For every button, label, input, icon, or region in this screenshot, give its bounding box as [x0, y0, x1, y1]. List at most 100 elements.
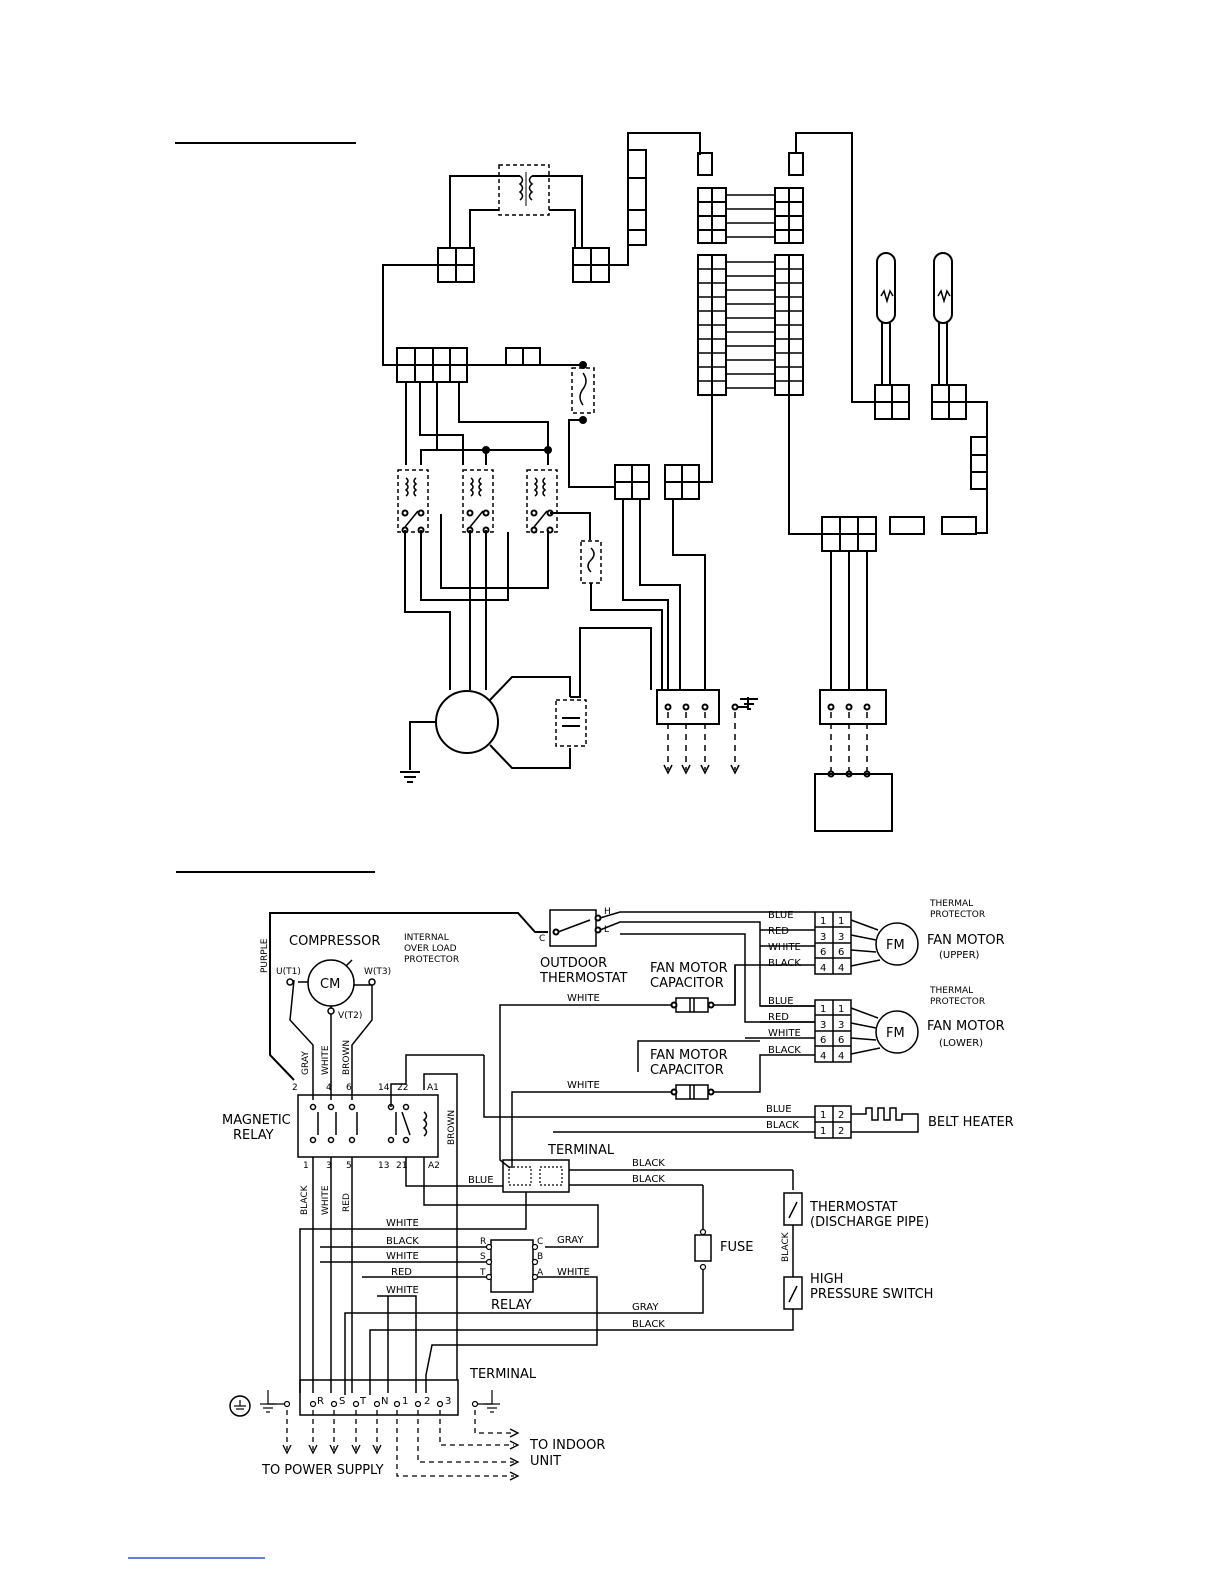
terminal-mid-wire-black-1: BLACK [632, 1158, 665, 1169]
contactor-b [462, 469, 494, 534]
fan-upper-left-6: 6 [820, 947, 826, 958]
fan-lower-left-1: 1 [820, 1004, 826, 1015]
to-indoor-line-2: UNIT [530, 1454, 561, 1469]
protector-note-2: OVER LOAD [404, 944, 457, 954]
fan-lower-wire-black: BLACK [768, 1045, 801, 1056]
small-relay-pin-t: T [479, 1268, 486, 1278]
small-relay-pin-b: B [537, 1252, 543, 1262]
terminal-pin-2: 2 [424, 1396, 430, 1407]
belt-heater-pin-2a: 2 [838, 1110, 844, 1121]
small-relay-wire-white-right: WHITE [557, 1267, 590, 1278]
terminal-bottom-label: TERMINAL [469, 1367, 537, 1382]
fan-upper-left-3: 3 [820, 932, 826, 943]
small-relay-wire-gray: GRAY [557, 1235, 584, 1246]
small-relay-wire-red: RED [391, 1267, 412, 1278]
relay-top-pin-14: 14 [378, 1083, 390, 1093]
terminal-pin-r: R [317, 1396, 324, 1407]
small-relay-wire-white-1: WHITE [386, 1218, 419, 1229]
discharge-thermostat-wire: BLACK [781, 1231, 791, 1262]
magnetic-relay-line-1: MAGNETIC [222, 1113, 291, 1128]
capacitor-2-line-1: FAN MOTOR [650, 1048, 728, 1063]
fan-lower-wire-red: RED [768, 1012, 789, 1023]
fan-upper-symbol: FM [886, 938, 905, 953]
fan-upper-right-3: 3 [838, 932, 844, 943]
belt-heater-wire-blue: BLUE [766, 1104, 792, 1115]
small-relay-wire-white-3: WHITE [386, 1285, 419, 1296]
relay-bottom-pin-21: 21 [396, 1161, 407, 1171]
labels: COMPRESSOR CM U(T1) W(T3) V(T2) INTERNAL… [222, 899, 1014, 1478]
small-relay-pin-a: A [537, 1268, 544, 1278]
fan-upper-wire-black: BLACK [768, 958, 801, 969]
fan-upper-right-4: 4 [838, 963, 844, 974]
terminal-mid-wire-black-2: BLACK [632, 1174, 665, 1185]
small-relay-label: RELAY [491, 1298, 532, 1313]
top-schematic [175, 132, 988, 832]
wire-purple: PURPLE [260, 938, 270, 973]
wire-brown-right: BROWN [447, 1110, 457, 1145]
capacitor-2-line-2: CAPACITOR [650, 1063, 724, 1078]
fan-lower-wire-white: WHITE [768, 1028, 801, 1039]
capacitor-1-wire: WHITE [567, 993, 600, 1004]
fan-upper-protector-1: THERMAL [929, 899, 973, 909]
fan-lower-left-4: 4 [820, 1051, 826, 1062]
fan-upper-position: (UPPER) [939, 950, 980, 961]
contactor-a [397, 469, 429, 534]
fan-upper-left-1: 1 [820, 916, 826, 927]
contactor-c [526, 469, 558, 534]
fan-lower-right-1: 1 [838, 1004, 844, 1015]
relay-top-pin-22: 22 [397, 1083, 408, 1093]
small-relay-pin-c: C [537, 1237, 543, 1247]
protector-note-3: PROTECTOR [404, 955, 459, 965]
fan-lower-right-4: 4 [838, 1051, 844, 1062]
discharge-thermostat-line-2: (DISCHARGE PIPE) [810, 1215, 929, 1230]
capacitor-1-line-2: CAPACITOR [650, 976, 724, 991]
compressor-terminal-w: W(T3) [364, 967, 391, 977]
belt-heater-label: BELT HEATER [928, 1115, 1014, 1130]
bottom-wire-black: BLACK [632, 1319, 665, 1330]
fan-lower-right-6: 6 [838, 1035, 844, 1046]
fan-lower-left-3: 3 [820, 1020, 826, 1031]
fan-upper-right-1: 1 [838, 916, 844, 927]
wire-white-bottom: WHITE [321, 1185, 331, 1215]
thermostat-pin-c: C [539, 934, 545, 944]
belt-heater-pin-2b: 2 [838, 1126, 844, 1137]
thermostat-line-1: OUTDOOR [540, 956, 607, 971]
small-relay-pin-r: R [480, 1237, 486, 1247]
protector-note-1: INTERNAL [404, 933, 449, 943]
fan-lower-left-6: 6 [820, 1035, 826, 1046]
pressure-switch-line-2: PRESSURE SWITCH [810, 1287, 933, 1302]
belt-heater-pin-1a: 1 [820, 1110, 826, 1121]
relay-top-pin-2: 2 [292, 1083, 298, 1093]
small-relay-wire-black: BLACK [386, 1236, 419, 1247]
belt-heater-pin-1b: 1 [820, 1126, 826, 1137]
relay-bottom-pin-13: 13 [378, 1161, 389, 1171]
wire-white-top: WHITE [321, 1045, 331, 1075]
relay-bottom-pin-1: 1 [303, 1161, 309, 1171]
fan-upper-wire-blue: BLUE [768, 910, 794, 921]
wire-black-bottom: BLACK [300, 1184, 310, 1215]
capacitor-1-line-1: FAN MOTOR [650, 961, 728, 976]
compressor-symbol: CM [320, 977, 340, 992]
bottom-wire-gray: GRAY [632, 1302, 659, 1313]
compressor-terminal-v: V(T2) [338, 1011, 362, 1021]
thermostat-line-2: THERMOSTAT [539, 971, 627, 986]
fan-upper-label: FAN MOTOR [927, 933, 1005, 948]
terminal-mid-label: TERMINAL [547, 1143, 615, 1158]
small-relay-wire-white-2: WHITE [386, 1251, 419, 1262]
terminal-pin-1: 1 [402, 1396, 408, 1407]
fan-upper-right-6: 6 [838, 947, 844, 958]
terminal-pin-n: N [381, 1396, 388, 1407]
relay-top-pin-a1: A1 [427, 1083, 439, 1093]
terminal-mid-wire-blue: BLUE [468, 1175, 494, 1186]
relay-bottom-pin-3: 3 [326, 1161, 332, 1171]
bottom-schematic [176, 871, 919, 1481]
fan-lower-position: (LOWER) [939, 1038, 983, 1049]
terminal-pin-s: S [339, 1396, 345, 1407]
compressor-title: COMPRESSOR [289, 934, 380, 949]
fan-lower-wire-blue: BLUE [768, 996, 794, 1007]
fan-lower-protector-2: PROTECTOR [930, 997, 985, 1007]
discharge-thermostat-line-1: THERMOSTAT [809, 1200, 897, 1215]
wire-gray: GRAY [301, 1051, 311, 1075]
compressor-terminal-u: U(T1) [276, 967, 301, 977]
